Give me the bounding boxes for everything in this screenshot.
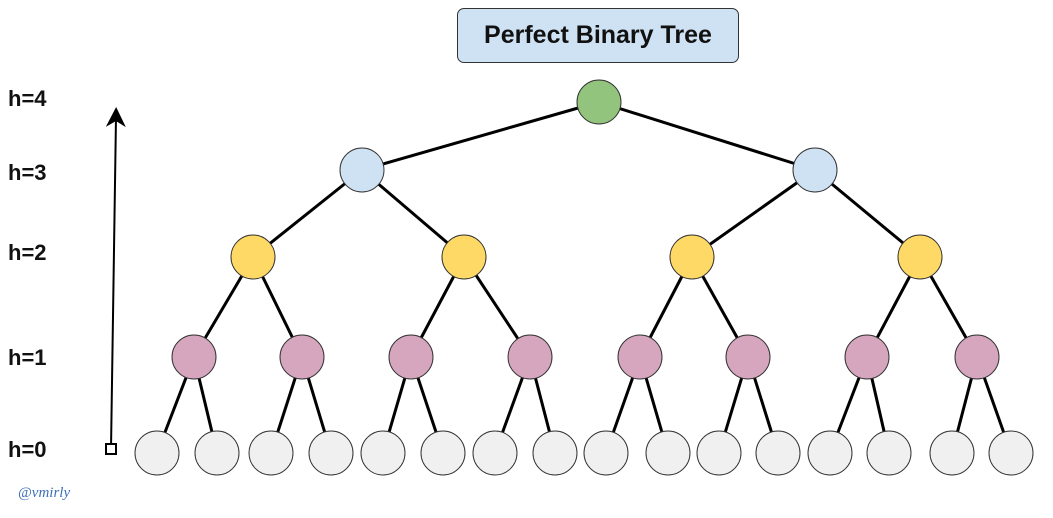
tree-node-h0 [360,430,406,476]
tree-edge [598,100,816,172]
tree-node-h2 [441,234,487,280]
tree-node-h1 [954,334,1000,380]
tree-node-h0 [755,430,801,476]
tree-node-h2 [669,234,715,280]
tree-node-h1 [507,334,553,380]
height-label-3: h=3 [8,160,47,185]
tree-node-h0 [988,430,1034,476]
tree-node-h2 [230,234,276,280]
tree-edge [361,100,600,172]
tree-node-h2 [897,234,943,280]
tree-node-h1 [388,334,434,380]
tree-node-h1 [171,334,217,380]
tree-node-h0 [194,430,240,476]
diagram-title: Perfect Binary Tree [457,8,739,63]
tree-node-h0 [696,430,742,476]
tree-edge [691,168,816,259]
tree-node-h0 [248,430,294,476]
tree-edge [814,168,921,259]
tree-node-h1 [844,334,890,380]
tree-node-h0 [472,430,518,476]
tree-node-h1 [725,334,771,380]
height-label-1: h=1 [8,345,47,370]
height-label-0: h=0 [8,437,47,462]
tree-node-h0 [532,430,578,476]
tree-node-h0 [807,430,853,476]
tree-node-h1 [279,334,325,380]
tree-node-h0 [645,430,691,476]
tree-node-h1 [617,334,663,380]
author-watermark: @vmirly [18,485,71,501]
tree-node-h3 [339,147,385,193]
axis-origin-marker [105,443,117,455]
tree-node-h0 [929,430,975,476]
tree-node-h0 [134,430,180,476]
tree-node-h0 [308,430,354,476]
tree-node-h0 [866,430,912,476]
tree-node-h3 [792,147,838,193]
tree-node-h4 [576,79,622,125]
tree-node-h0 [420,430,466,476]
height-axis-arrow [105,107,126,455]
height-label-2: h=2 [8,240,47,265]
tree-node-h0 [583,430,629,476]
height-label-4: h=4 [8,86,47,111]
tree-edge [252,168,363,259]
